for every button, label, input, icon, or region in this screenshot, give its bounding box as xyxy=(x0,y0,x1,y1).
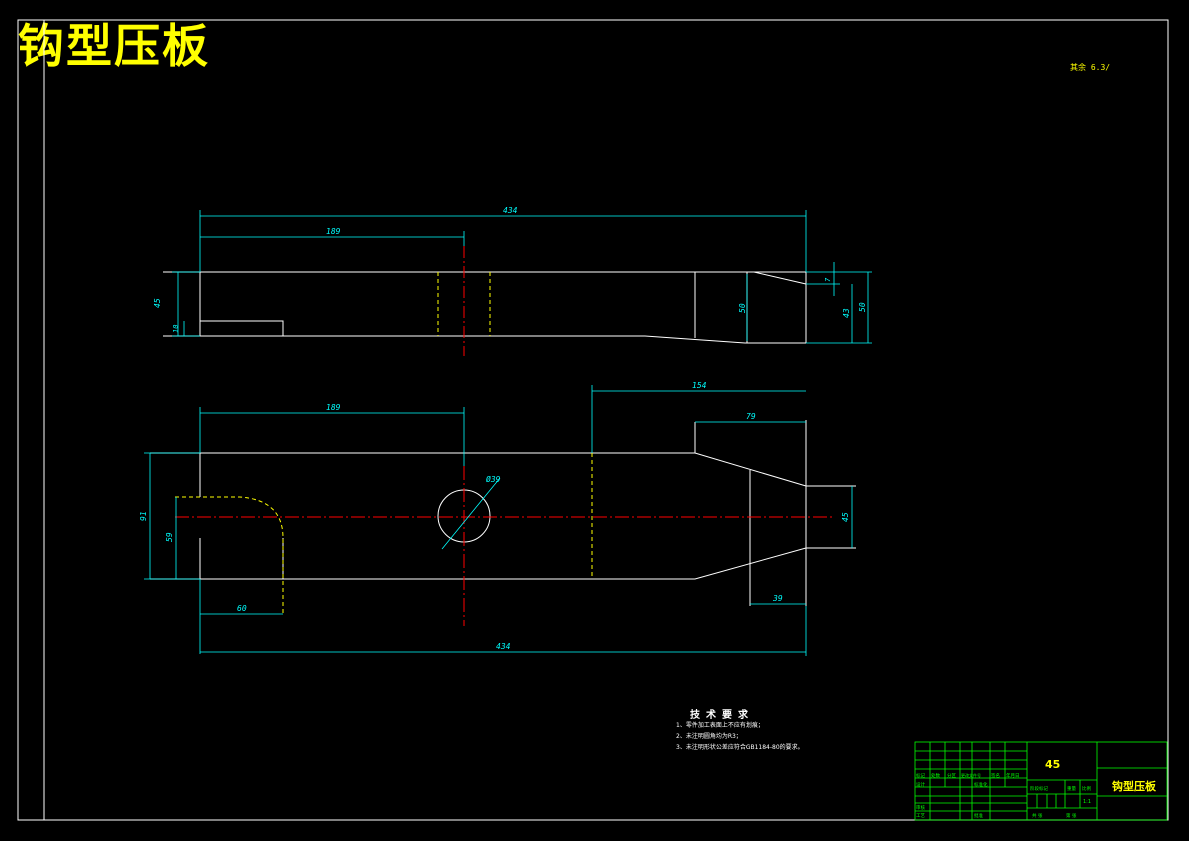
tech-requirements-title: 技术要求 xyxy=(690,710,754,721)
front-view-slot xyxy=(175,496,284,614)
dim-front-overall-length: 434 xyxy=(496,642,511,651)
dim-front-taper-length: 79 xyxy=(746,412,756,421)
outer-border xyxy=(17,19,1169,821)
dim-front-tip-width: 45 xyxy=(841,512,850,522)
tb-label-process: 工艺 xyxy=(916,813,925,819)
front-view xyxy=(150,420,856,606)
tb-part-name: 钩型压板 xyxy=(1112,779,1157,793)
dim-top-chamfer-drop: 7 xyxy=(824,277,832,282)
tb-label-approve: 批准 xyxy=(974,812,983,819)
tech-requirement-item: 2、未注明圆角均为R3； xyxy=(676,733,742,740)
dim-top-slot-depth: 10 xyxy=(172,325,180,333)
tech-requirement-item: 3、未注明形状公差应符合GB1184-80的要求。 xyxy=(676,744,804,751)
tb-label-sheets-total: 共 张 xyxy=(1032,812,1043,819)
drawing-title: 钩型压板 xyxy=(18,19,210,73)
tb-label-scale: 比例 xyxy=(1082,785,1091,792)
dim-front-to-centerline: 189 xyxy=(326,403,341,412)
tech-requirement-item: 1、零件加工表面上不应有划痕； xyxy=(676,722,764,729)
top-view xyxy=(163,271,807,344)
tb-label-sheet-no: 第 张 xyxy=(1066,812,1077,819)
dim-top-left-height: 45 xyxy=(153,298,162,308)
front-view-dimensions xyxy=(144,385,853,656)
dim-front-right-section: 154 xyxy=(692,381,707,390)
tb-label-date: 年月日 xyxy=(1006,772,1020,779)
dim-front-hole-dia: Ø39 xyxy=(486,474,501,484)
dim-top-right-height-outer: 50 xyxy=(858,302,867,312)
tb-scale-value: 1:1 xyxy=(1083,799,1091,805)
dim-top-tip-height: 43 xyxy=(842,308,851,318)
top-view-hidden-lines xyxy=(437,272,491,336)
dim-top-to-centerline: 189 xyxy=(326,227,341,236)
dim-top-overall-length: 434 xyxy=(503,206,518,215)
tb-label-standard: 标准化 xyxy=(974,781,988,788)
tb-label-change-doc: 更改文件号 xyxy=(961,772,981,778)
inner-border xyxy=(43,19,1169,821)
tb-label-signature: 签名 xyxy=(991,772,1000,779)
tb-label-zone: 分区 xyxy=(947,772,956,779)
dim-front-slot-width: 59 xyxy=(165,532,174,542)
tb-label-stage: 阶段标记 xyxy=(1030,785,1048,792)
dim-front-overall-width: 91 xyxy=(139,511,148,521)
tb-label-review: 审核 xyxy=(916,804,925,811)
dim-top-right-height-inner: 50 xyxy=(738,303,747,313)
tb-material: 45 xyxy=(1045,758,1060,771)
tb-label-count: 处数 xyxy=(931,772,940,779)
tb-label-mark: 标记 xyxy=(916,772,925,779)
dim-front-slot-depth: 60 xyxy=(237,604,247,613)
top-view-dimensions xyxy=(172,210,872,344)
roughness-note: 其余 6.3/ xyxy=(1070,63,1111,72)
tb-label-designer: 设计 xyxy=(916,781,925,788)
title-block xyxy=(914,741,1168,821)
dim-front-tip-length: 39 xyxy=(772,594,783,603)
tb-label-weight: 重量 xyxy=(1067,785,1076,792)
